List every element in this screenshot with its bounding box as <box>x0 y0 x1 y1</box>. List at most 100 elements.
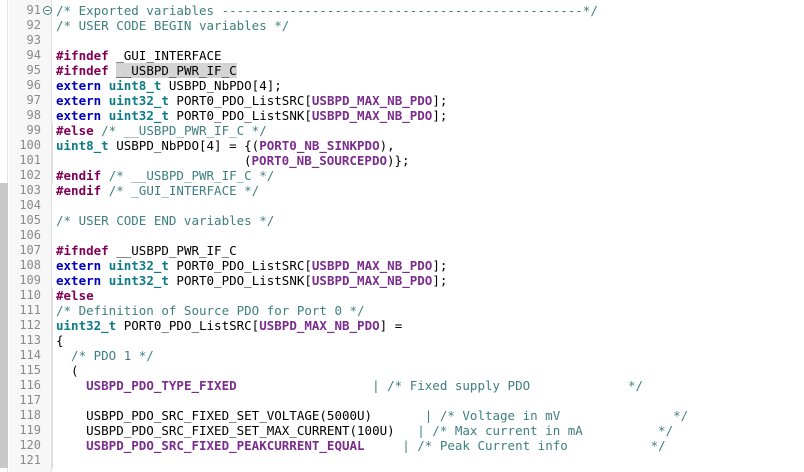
code-token <box>101 93 109 108</box>
code-token: ]; <box>432 108 448 123</box>
code-token: /* __USBPD_PWR_IF_C */ <box>101 123 267 138</box>
code-token: USBPD_PDO_SRC_FIXED_PEAKCURRENT_EQUAL <box>86 438 365 453</box>
code-token: { <box>56 333 64 348</box>
code-line[interactable]: #ifndef _GUI_INTERFACE <box>53 48 222 63</box>
fold-collapse-icon[interactable] <box>42 3 52 18</box>
code-token <box>101 258 109 273</box>
code-line[interactable]: /* Definition of Source PDO for Port 0 *… <box>53 303 365 318</box>
line-number: 100 <box>19 138 41 152</box>
code-line[interactable]: uint8_t USBPD_NbPDO[4] = {(PORT0_NB_SINK… <box>53 138 395 153</box>
code-content-area[interactable]: /* Exported variables ------------------… <box>53 0 804 472</box>
code-token: PORT0_NB_SOURCEPDO <box>251 153 387 168</box>
code-line[interactable]: /* USER CODE END variables */ <box>53 213 274 228</box>
code-token: PORT0_PDO_ListSNK[ <box>168 273 312 288</box>
code-line[interactable]: #ifndef __USBPD_PWR_IF_C <box>53 63 237 78</box>
code-line[interactable]: #else /* __USBPD_PWR_IF_C */ <box>53 123 267 138</box>
code-line[interactable]: #else <box>53 288 94 303</box>
code-token <box>395 423 418 438</box>
code-token: /* _GUI_INTERFACE */ <box>108 183 260 198</box>
code-token: PORT0_PDO_ListSRC[ <box>116 318 260 333</box>
code-token: | /* Voltage in mV */ <box>424 408 689 423</box>
code-token: uint32_t <box>108 108 169 123</box>
line-number: 99 <box>26 123 41 137</box>
code-line[interactable]: USBPD_PDO_SRC_FIXED_SET_MAX_CURRENT(100U… <box>53 423 673 438</box>
code-token: ] = <box>379 318 403 333</box>
code-token: uint32_t <box>108 93 169 108</box>
code-token: USBPD_MAX_NB_PDO <box>259 318 380 333</box>
code-token: _GUI_INTERFACE <box>108 48 222 63</box>
code-token: uint8_t <box>56 138 109 153</box>
code-token: uint32_t <box>108 258 169 273</box>
line-number: 91 <box>26 3 41 17</box>
code-line[interactable]: extern uint32_t PORT0_PDO_ListSNK[USBPD_… <box>53 108 447 123</box>
code-token: extern <box>56 108 102 123</box>
code-line[interactable]: #ifndef __USBPD_PWR_IF_C <box>53 243 237 258</box>
change-marker-ruler[interactable] <box>0 0 8 472</box>
line-number: 93 <box>26 33 41 47</box>
code-line[interactable]: extern uint32_t PORT0_PDO_ListSRC[USBPD_… <box>53 258 447 273</box>
code-line[interactable]: USBPD_PDO_SRC_FIXED_PEAKCURRENT_EQUAL | … <box>53 438 666 453</box>
line-number: 106 <box>19 228 41 242</box>
line-number: 90 <box>9 0 41 3</box>
code-token: uint32_t <box>108 273 169 288</box>
line-number: 95 <box>26 63 41 77</box>
code-token: /* PDO 1 */ <box>56 348 154 363</box>
code-token: USBPD_MAX_NB_PDO <box>311 258 433 273</box>
line-number: 101 <box>19 153 41 167</box>
code-token: extern <box>56 273 102 288</box>
code-token: ]; <box>432 258 448 273</box>
code-token: USBPD_NbPDO[4]; <box>161 78 282 93</box>
line-number: 103 <box>19 183 41 197</box>
line-number: 94 <box>26 48 41 62</box>
code-line[interactable]: USBPD_PDO_TYPE_FIXED | /* Fixed supply P… <box>53 378 643 393</box>
code-token: PORT0_NB_SINKPDO <box>259 138 380 153</box>
line-number: 96 <box>26 78 41 92</box>
code-line[interactable]: ( <box>53 363 79 378</box>
code-token: #endif <box>56 168 102 183</box>
line-number: 110 <box>19 288 41 302</box>
code-line[interactable]: /* Exported variables ------------------… <box>53 3 598 18</box>
code-line[interactable]: extern uint32_t PORT0_PDO_ListSNK[USBPD_… <box>53 273 447 288</box>
line-number: 116 <box>19 378 41 392</box>
line-number: 108 <box>19 258 41 272</box>
code-token <box>56 378 86 393</box>
code-token: #ifndef <box>56 243 109 258</box>
code-line[interactable]: /* USER CODE BEGIN variables */ <box>53 18 289 33</box>
code-line[interactable]: USBPD_PDO_SRC_FIXED_SET_VOLTAGE(5000U) |… <box>53 408 688 423</box>
line-number: 121 <box>19 453 41 467</box>
code-token: USBPD_MAX_NB_PDO <box>311 273 433 288</box>
line-number: 115 <box>19 363 41 377</box>
line-number: 119 <box>19 423 41 437</box>
code-token: extern <box>56 93 102 108</box>
code-token: USBPD_NbPDO[4] = {( <box>108 138 260 153</box>
line-number: 120 <box>19 438 41 452</box>
code-token: ), <box>379 138 395 153</box>
code-line[interactable]: (PORT0_NB_SOURCEPDO)}; <box>53 153 410 168</box>
line-number-gutter[interactable]: 9091929394959697989910010110210310410510… <box>9 0 52 472</box>
code-token: ]; <box>432 93 448 108</box>
code-token: USBPD_MAX_NB_PDO <box>311 93 433 108</box>
line-number: 114 <box>19 348 41 362</box>
code-line[interactable]: #endif /* _GUI_INTERFACE */ <box>53 183 259 198</box>
code-token <box>56 438 86 453</box>
code-token: USBPD_PDO_SRC_FIXED_SET_MAX_CURRENT(100U… <box>56 423 395 438</box>
code-line[interactable]: extern uint8_t USBPD_NbPDO[4]; <box>53 78 282 93</box>
line-number: 107 <box>19 243 41 257</box>
code-line[interactable]: uint32_t PORT0_PDO_ListSRC[USBPD_MAX_NB_… <box>53 318 402 333</box>
code-token: /* USER CODE BEGIN variables */ <box>56 18 290 33</box>
code-token <box>101 78 109 93</box>
code-line[interactable]: extern uint32_t PORT0_PDO_ListSRC[USBPD_… <box>53 93 447 108</box>
code-line[interactable]: #endif /* __USBPD_PWR_IF_C */ <box>53 168 274 183</box>
code-token: #else <box>56 288 94 303</box>
code-token: __USBPD_PWR_IF_C <box>116 63 237 78</box>
code-token: USBPD_PDO_SRC_FIXED_SET_VOLTAGE(5000U) <box>56 408 373 423</box>
code-line[interactable]: { <box>53 333 64 348</box>
change-bar <box>0 183 8 468</box>
code-token <box>101 273 109 288</box>
line-number: 112 <box>19 318 41 332</box>
code-line[interactable]: /* PDO 1 */ <box>53 348 154 363</box>
code-token: /* __USBPD_PWR_IF_C */ <box>108 168 275 183</box>
code-token <box>237 378 372 393</box>
code-token: /* Definition of Source PDO for Port 0 *… <box>56 303 365 318</box>
